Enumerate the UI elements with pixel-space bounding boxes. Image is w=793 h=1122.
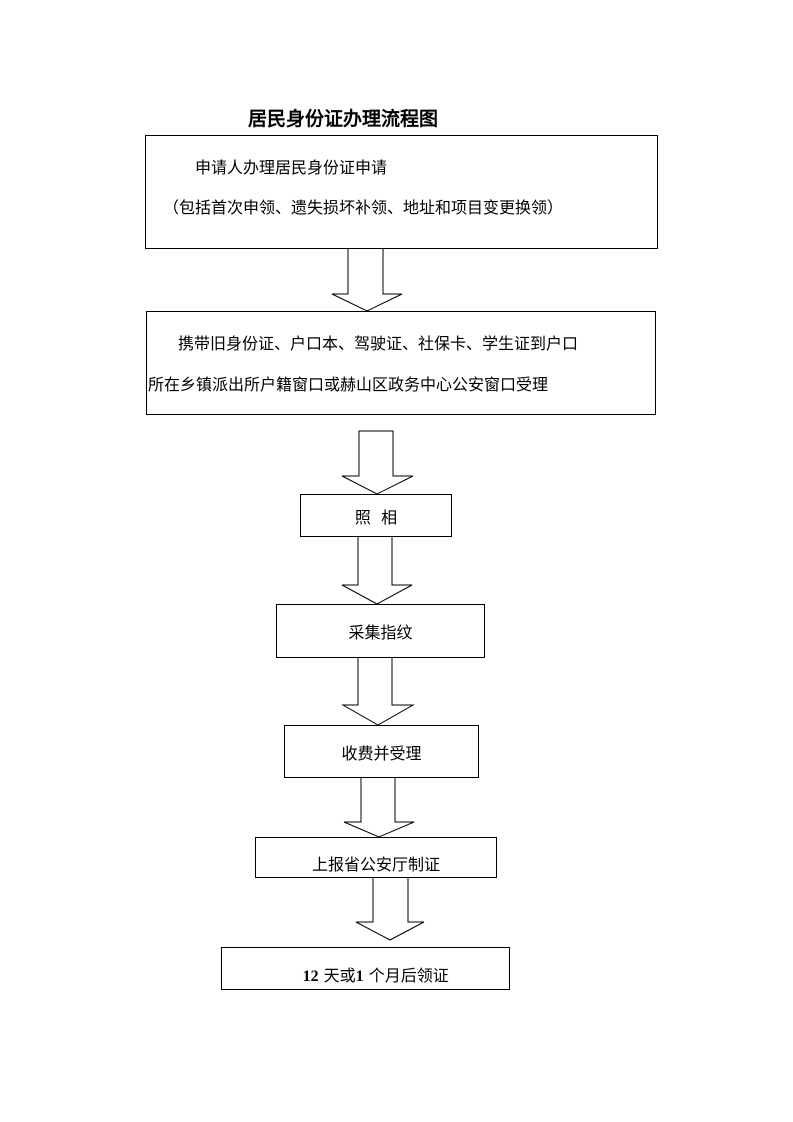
step-collect-end: 个月后领证 (363, 965, 449, 985)
step-photo: 照 相 (300, 494, 452, 537)
down-arrow-4 (341, 656, 415, 726)
step-apply: 申请人办理居民身份证申请 （包括首次申领、遗失损坏补领、地址和项目变更换领） (145, 135, 658, 249)
down-arrow-1 (331, 247, 403, 312)
step-fingerprint: 采集指纹 (276, 604, 485, 658)
step-collect-months: 1 (355, 967, 364, 985)
step-report: 上报省公安厅制证 (255, 837, 497, 878)
step-fee: 收费并受理 (284, 725, 479, 778)
step-fingerprint-label: 采集指纹 (348, 623, 413, 642)
down-arrow-6 (355, 876, 425, 941)
down-arrow-5 (343, 776, 415, 838)
step-collect-mid: 天或 (318, 965, 356, 985)
step-collect-days: 12 (302, 967, 319, 985)
flowchart-title: 居民身份证办理流程图 (248, 108, 439, 130)
step-apply-line-2: （包括首次申领、遗失损坏补领、地址和项目变更换领） (163, 198, 564, 217)
down-arrow-3 (341, 535, 413, 605)
step-collect-label: 12 天或1 个月后领证 (282, 943, 449, 1005)
down-arrow-2 (341, 430, 414, 495)
step-report-label: 上报省公安厅制证 (311, 854, 440, 874)
step-submit-line-1: 携带旧身份证、户口本、驾驶证、社保卡、学生证到户口 (178, 334, 579, 353)
step-fee-label: 收费并受理 (341, 743, 422, 763)
step-apply-line-1: 申请人办理居民身份证申请 (195, 158, 388, 177)
step-submit-line-2: 所在乡镇派出所户籍窗口或赫山区政务中心公安窗口受理 (148, 375, 549, 394)
step-collect: 12 天或1 个月后领证 (221, 947, 510, 990)
step-photo-label: 照 相 (354, 507, 398, 527)
step-submit-documents: 携带旧身份证、户口本、驾驶证、社保卡、学生证到户口 所在乡镇派出所户籍窗口或赫山… (146, 311, 656, 415)
